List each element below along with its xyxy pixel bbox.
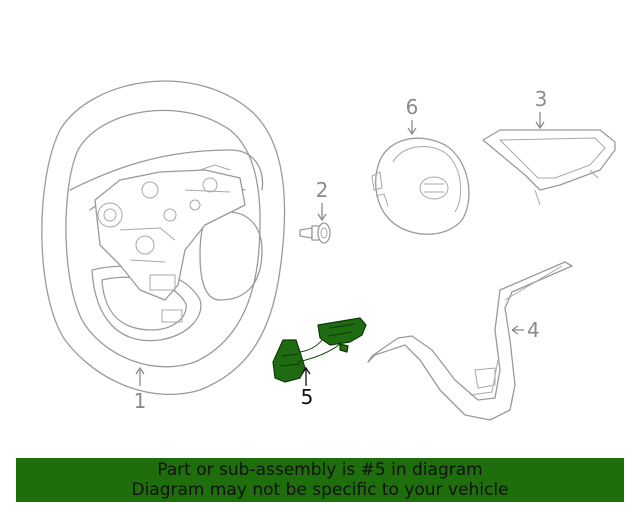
- banner-line-1: Part or sub-assembly is #5 in diagram: [157, 460, 483, 480]
- callout-5: 5: [301, 385, 314, 409]
- steering-wheel-part: [41, 80, 286, 395]
- banner-line-2: Diagram may not be specific to your vehi…: [131, 480, 509, 500]
- callout-3: 3: [535, 87, 548, 111]
- callout-6: 6: [406, 95, 419, 119]
- bolt-part: [299, 203, 331, 244]
- lower-cover-part: [367, 261, 573, 421]
- upper-cover-part: [482, 112, 616, 206]
- callout-2: 2: [316, 178, 329, 202]
- callout-1: 1: [134, 389, 147, 413]
- airbag-module-part: [371, 120, 470, 235]
- callout-4: 4: [527, 318, 540, 342]
- highlight-notice-banner: Part or sub-assembly is #5 in diagram Di…: [16, 458, 624, 502]
- steering-switch-assembly-part: [272, 317, 367, 386]
